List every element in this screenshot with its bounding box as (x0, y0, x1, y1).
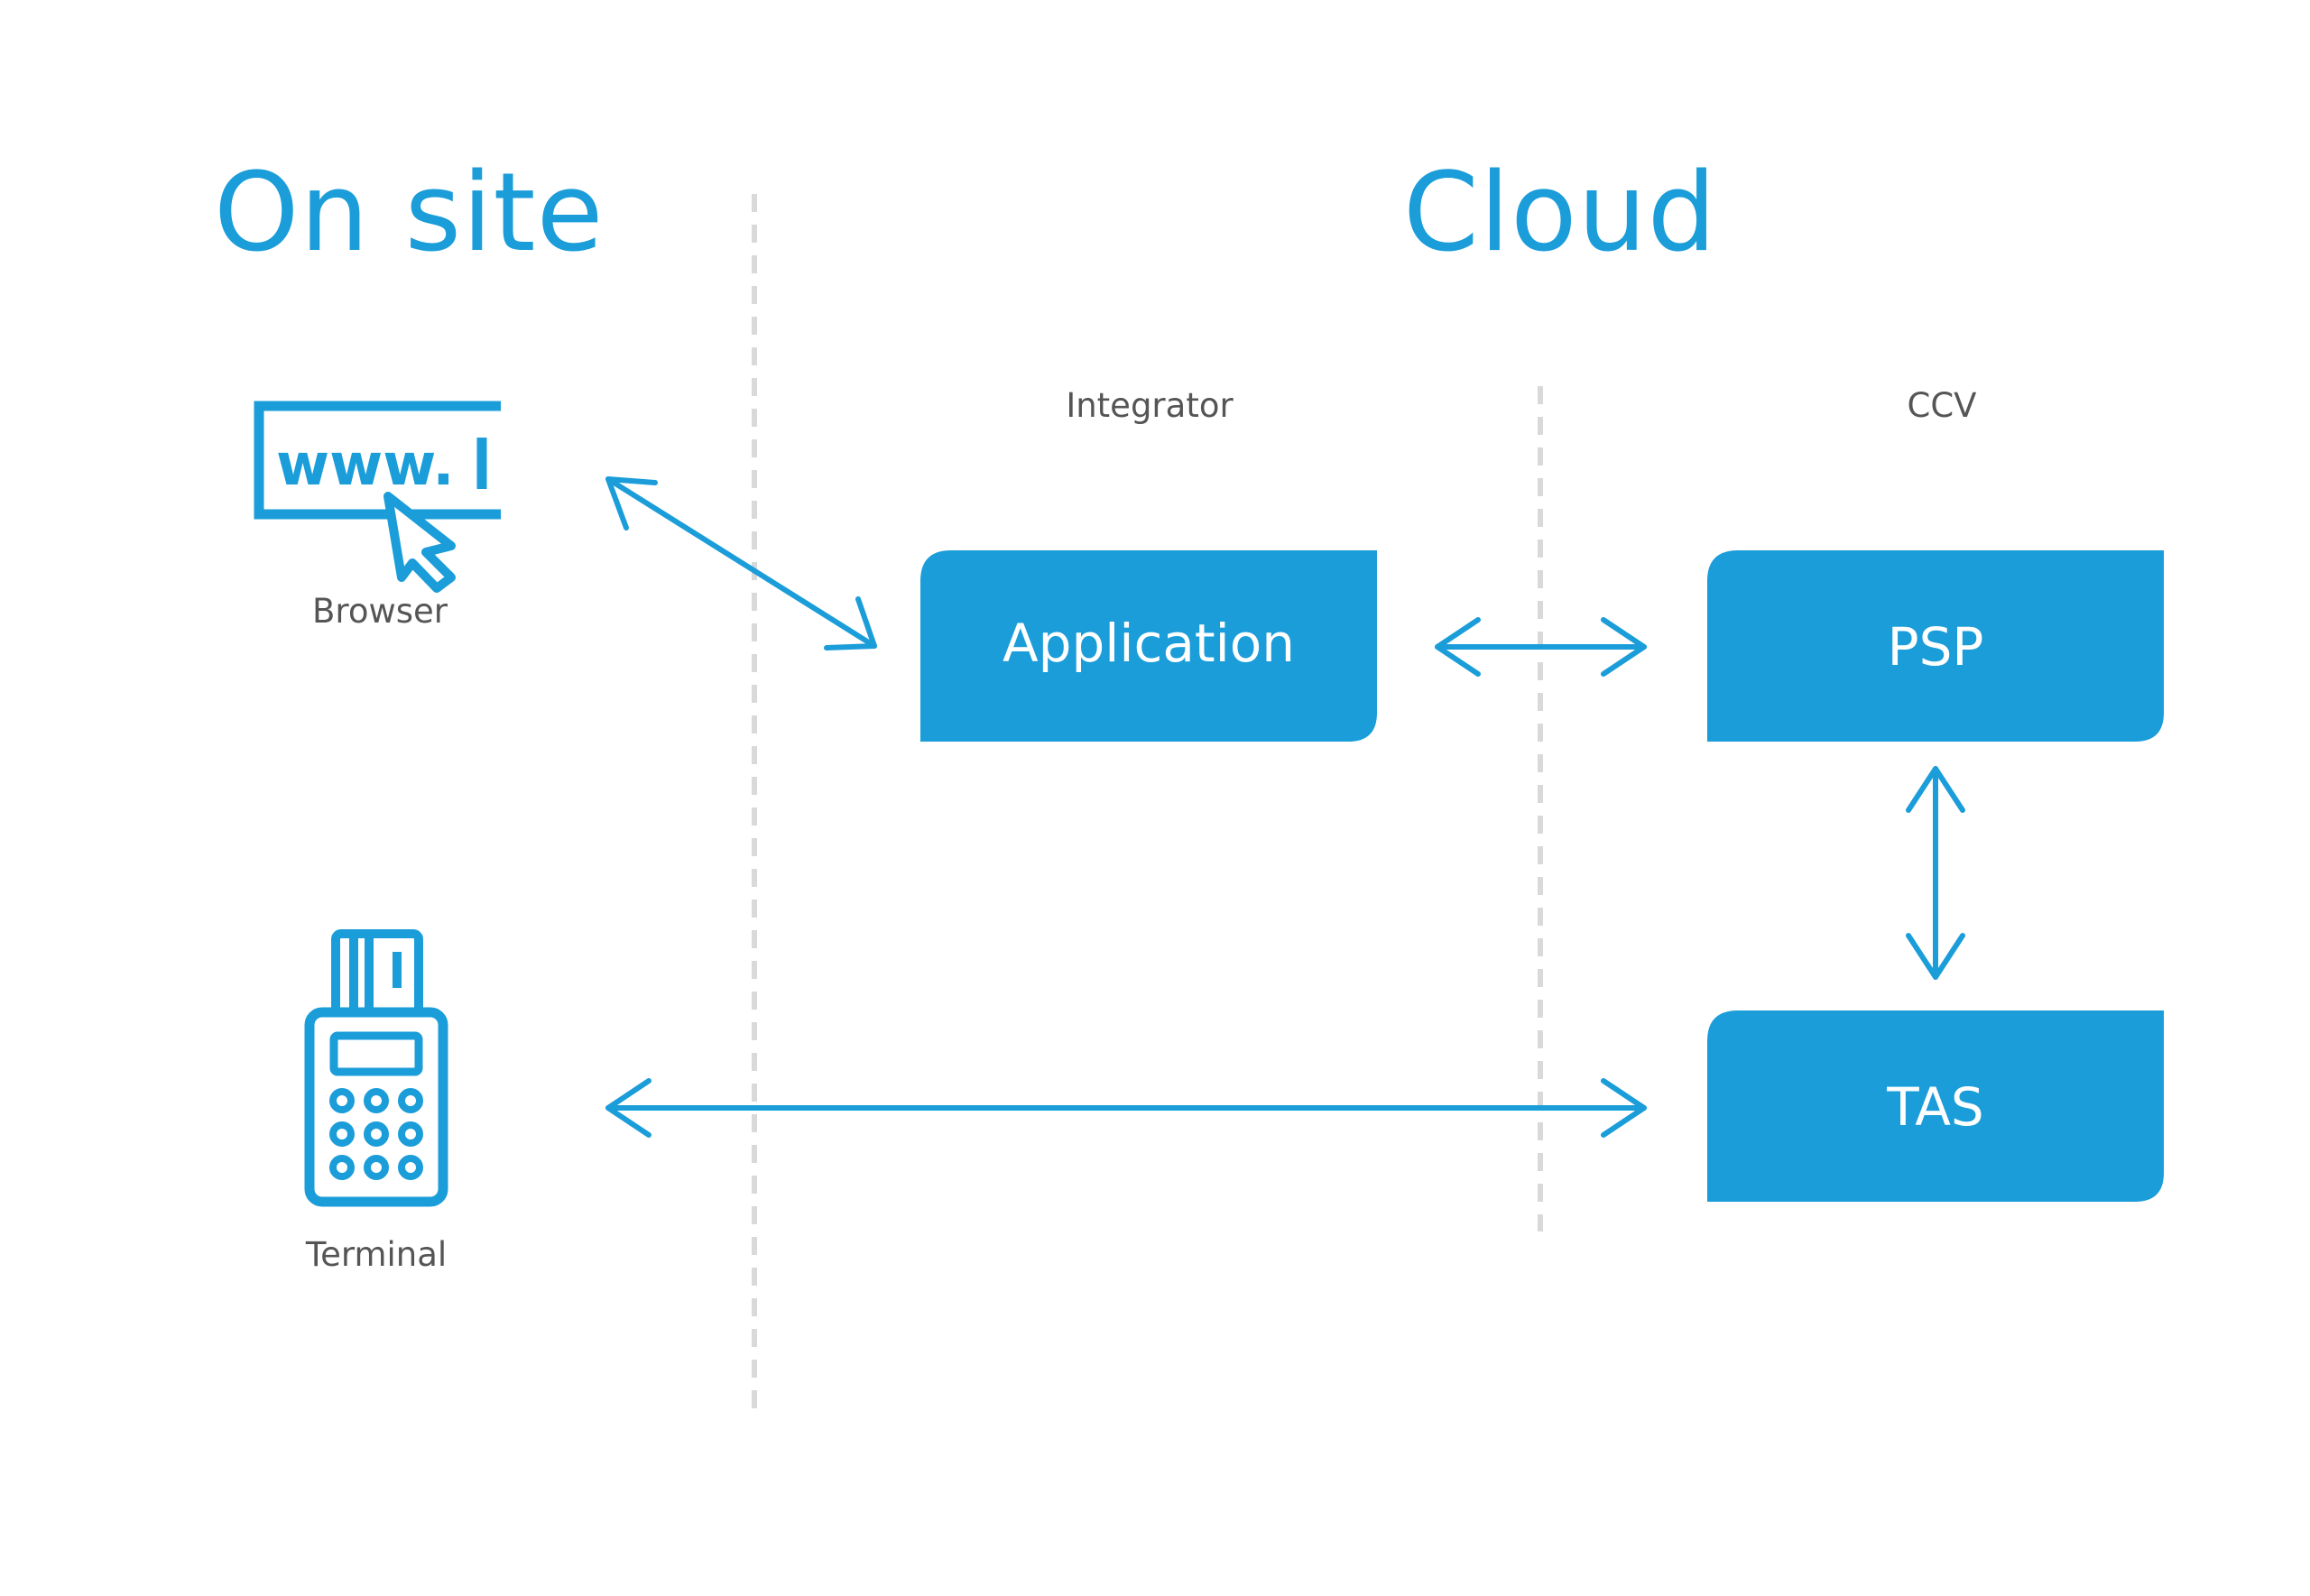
zone-label-integrator: Integrator (1066, 386, 1234, 425)
tas-label: TAS (1886, 1076, 1983, 1138)
psp-box: PSP (1707, 550, 2164, 742)
browser-label: Browser (312, 592, 448, 631)
tas-box: TAS (1707, 1010, 2164, 1202)
zone-label-ccv: CCV (1908, 386, 1977, 425)
arrow-terminal-tas (605, 1078, 1647, 1138)
payment-terminal-icon (304, 929, 448, 1207)
heading-on-site: On site (214, 151, 604, 276)
arrow-psp-tas (1906, 766, 1965, 980)
browser-url-text: www. (276, 432, 455, 499)
application-box: Application (920, 550, 1377, 742)
arrow-browser-application (605, 476, 877, 650)
terminal-label: Terminal (305, 1235, 447, 1274)
arrow-application-psp (1435, 617, 1647, 677)
psp-label: PSP (1888, 616, 1984, 678)
browser-www-icon: www. (254, 401, 501, 593)
application-label: Application (1003, 613, 1295, 674)
heading-cloud: Cloud (1403, 151, 1717, 276)
